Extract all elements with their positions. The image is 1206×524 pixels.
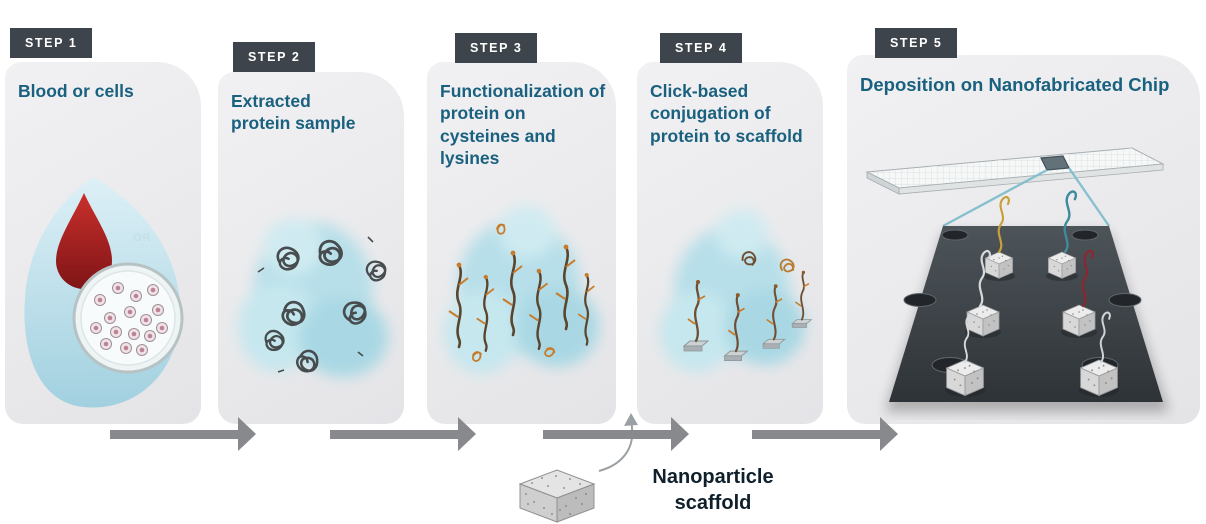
zoom-projection-lines [942, 167, 1110, 228]
step-4-illustration [659, 210, 813, 372]
teal-blob [659, 210, 805, 372]
step-1-badge: STEP 1 [10, 28, 93, 58]
step-2-title: Extracted protein sample [231, 91, 356, 134]
teal-blob [444, 206, 599, 374]
protein-tangle-icons [257, 236, 389, 377]
step-card-2: STEP 2 Extracted protein sample [218, 42, 404, 424]
flow-arrow-3 [543, 417, 689, 451]
step-3-badge: STEP 3 [455, 33, 538, 63]
step-2-badge: STEP 2 [233, 42, 316, 72]
step-4-badge: STEP 4 [660, 33, 743, 63]
scaffold-pointer-arrow [598, 413, 638, 472]
step-1-title: Blood or cells [18, 81, 134, 101]
step-5-badge: STEP 5 [875, 28, 958, 58]
step-card-3: STEP 3 Functionalization of protein on c… [427, 33, 616, 424]
flow-arrow-4 [752, 417, 898, 451]
nanoparticle-cubes [945, 251, 1119, 397]
nanoparticle-scaffold-icon [518, 469, 596, 523]
step-card-1: STEP 1 Blood or cells OR [5, 28, 201, 424]
chip-surface-zoomed [885, 190, 1169, 412]
step-3-title: Functionalization of protein on cysteine… [440, 81, 606, 169]
step-2-illustration [238, 219, 389, 377]
step-5-title: Deposition on Nanofabricated Chip [860, 74, 1170, 95]
step-3-illustration [444, 206, 599, 374]
blood-drop-icon [56, 193, 112, 289]
step-card-5: STEP 5 Deposition on Nanofabricated Chip [847, 28, 1200, 424]
step-4-title: Click-based conjugation of protein to sc… [650, 81, 803, 146]
step-5-illustration [865, 147, 1169, 412]
petri-dish-icon [72, 262, 184, 374]
step-1-illustration [24, 177, 184, 408]
flow-arrow-2 [330, 417, 476, 451]
scaffold-label: Nanoparticle scaffold [652, 466, 774, 514]
flow-arrow-1 [110, 417, 256, 451]
step-card-4: STEP 4 Click-based conjugation of protei… [637, 33, 823, 424]
